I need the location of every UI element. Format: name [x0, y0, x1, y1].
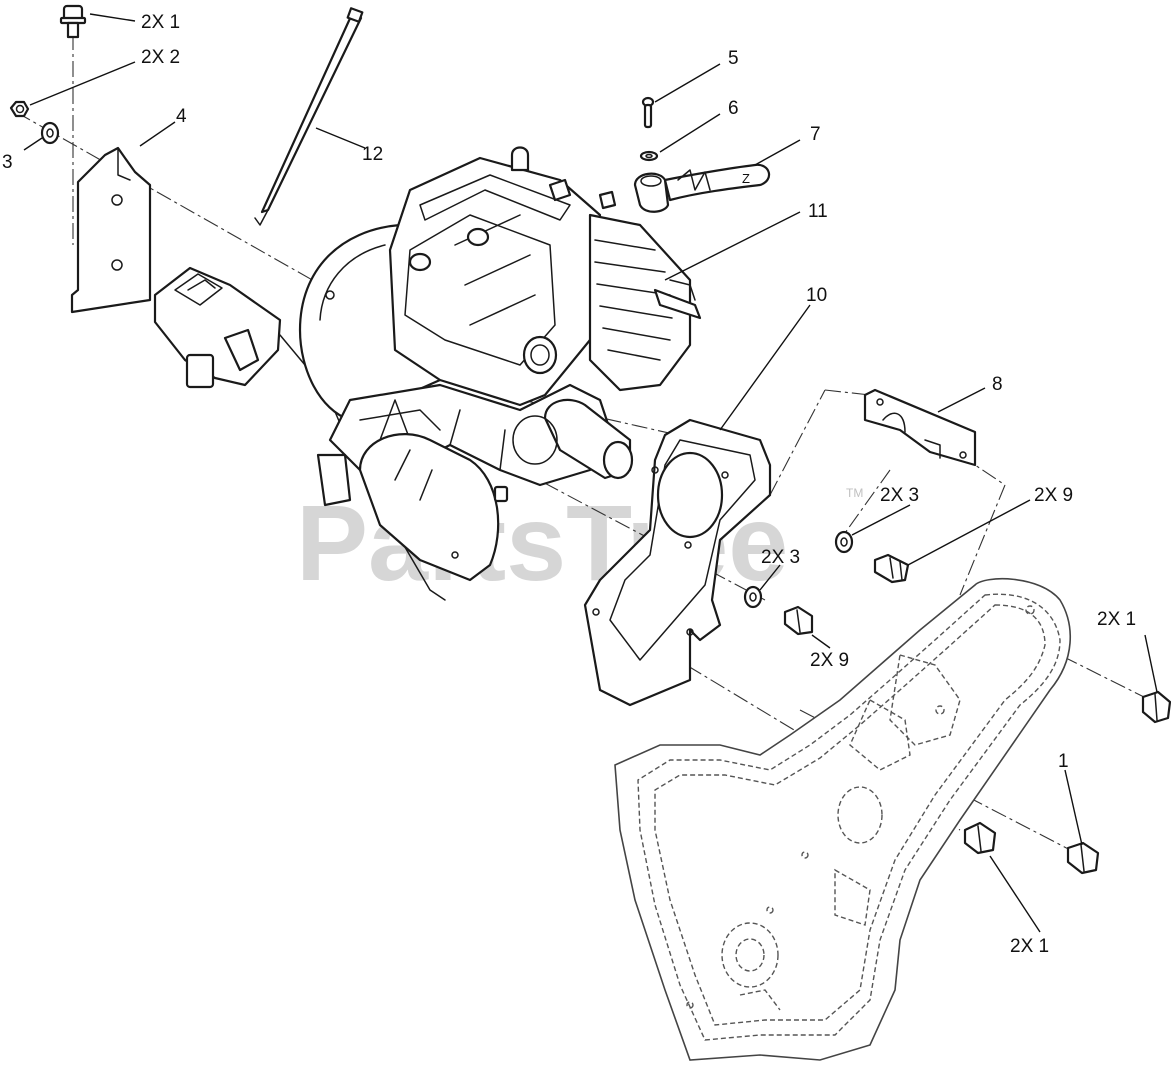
cable-tie [254, 7, 364, 226]
nut [9, 100, 30, 118]
callout-11: 11 [808, 201, 828, 222]
washer-3b [743, 585, 763, 609]
callout-7: 7 [810, 124, 821, 145]
watermark-trademark: TM [846, 486, 863, 500]
callout-5: 5 [728, 48, 739, 69]
mounting-plate [70, 146, 152, 314]
screw-small [641, 96, 655, 129]
bracket [863, 388, 977, 467]
callout-2x2: 2X 2 [141, 47, 180, 68]
callout-1: 1 [1058, 751, 1069, 772]
callout-8: 8 [992, 374, 1003, 395]
callout-2x9-a: 2X 9 [1034, 485, 1073, 506]
bolt-9a [873, 553, 910, 584]
callout-2x3-a: 2X 3 [880, 485, 919, 506]
washer-left [40, 121, 60, 145]
callout-12: 12 [362, 144, 383, 165]
bolt-top-left [59, 4, 87, 39]
callout-2x1-bottom: 2X 1 [1010, 936, 1049, 957]
callout-4: 4 [176, 106, 187, 127]
leader-lines [23, 13, 1158, 933]
callout-2x1-right: 2X 1 [1097, 609, 1136, 630]
ignition-switch: Z [633, 163, 771, 213]
callout-labels: 2X 1 2X 2 3 4 12 5 6 7 11 10 8 2X 3 2X 9… [2, 12, 1136, 957]
callout-2x1-top: 2X 1 [141, 12, 180, 33]
callout-10: 10 [806, 285, 827, 306]
callout-2x9-b: 2X 9 [810, 650, 849, 671]
bolt-right-low [963, 821, 997, 855]
callout-6: 6 [728, 98, 739, 119]
shield [583, 418, 772, 707]
electric-starter [153, 266, 446, 601]
callout-3: 3 [2, 152, 13, 173]
callout-2x3-b: 2X 3 [761, 547, 800, 568]
bolt-9b [783, 605, 814, 636]
frame-housing-ghost [614, 577, 1072, 1061]
engine [298, 146, 702, 582]
bolt-right-mid [1066, 841, 1100, 875]
bolt-right-top [1141, 690, 1171, 724]
svg-text:Z: Z [742, 171, 750, 186]
washer-3a [834, 530, 854, 554]
washer-small [639, 150, 659, 162]
